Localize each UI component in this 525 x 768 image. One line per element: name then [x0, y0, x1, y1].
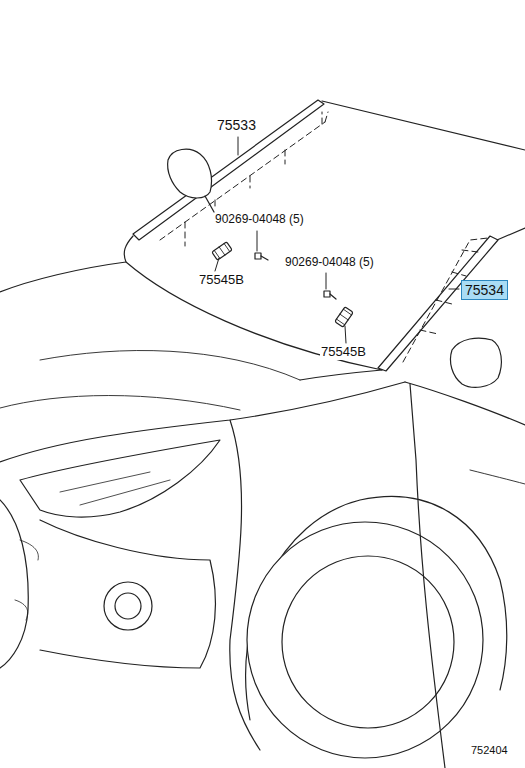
grille-detail — [15, 540, 38, 620]
screw — [324, 291, 336, 299]
grille — [0, 500, 28, 668]
belt-line — [405, 382, 525, 425]
clip — [212, 242, 232, 261]
hood-crease — [40, 350, 300, 380]
part-number: 75534 — [465, 282, 504, 298]
wheel-rim — [282, 556, 454, 728]
fender-front — [230, 420, 260, 750]
windshield-bottom — [124, 236, 382, 370]
roof-rear — [497, 228, 525, 240]
roof-molding — [133, 100, 324, 240]
left-mirror — [168, 149, 212, 198]
headlight-detail — [60, 472, 170, 505]
right-mirror — [450, 338, 501, 387]
tire — [247, 522, 483, 758]
figure-number: 752404 — [470, 744, 509, 757]
clip — [335, 307, 354, 327]
cowl — [300, 370, 382, 380]
mirror-stem — [205, 196, 214, 212]
headlight — [20, 440, 220, 517]
part-number: 90269-04048 (5) — [284, 256, 375, 270]
character-line — [470, 470, 525, 484]
leader-lines — [215, 137, 459, 343]
part-number: 75533 — [216, 117, 257, 133]
screw — [255, 253, 268, 260]
part-number: 90269-04048 (5) — [214, 213, 305, 227]
highlighted-part-number: 75534 — [461, 280, 508, 300]
fog-light — [104, 582, 152, 630]
glass-band — [160, 112, 488, 362]
hood-left-edge — [0, 262, 126, 292]
door-seam — [410, 384, 445, 768]
part-number: 75545B — [320, 345, 367, 360]
part-number: 75545B — [198, 273, 245, 288]
hood-crease — [0, 396, 240, 411]
roof-line — [322, 101, 525, 150]
fog-lamp — [115, 593, 141, 619]
bumper — [40, 520, 215, 668]
